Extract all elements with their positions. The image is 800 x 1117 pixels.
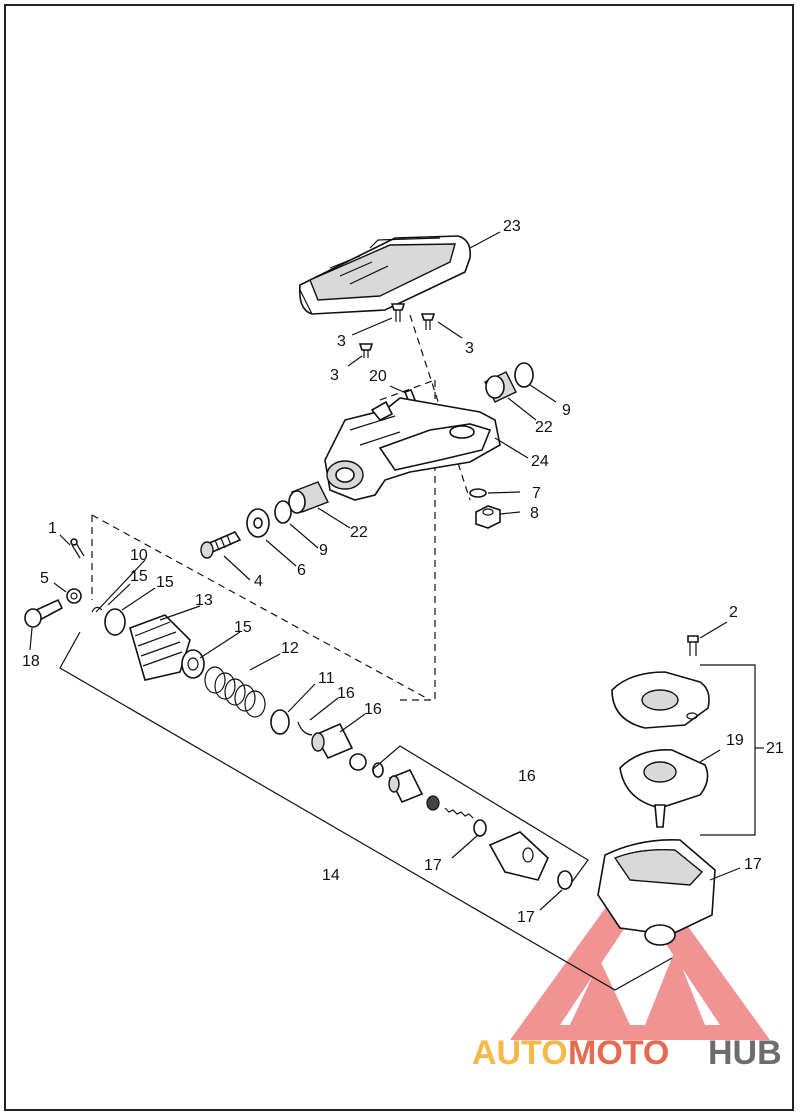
lower-bushing-set bbox=[200, 481, 329, 559]
diagram-frame bbox=[4, 4, 794, 1111]
callout-9: 9 bbox=[319, 542, 328, 559]
callout-24: 24 bbox=[531, 453, 549, 470]
group-brackets bbox=[59, 514, 673, 991]
callout-18: 18 bbox=[22, 653, 40, 670]
callout-8: 8 bbox=[530, 505, 539, 522]
callout-17: 17 bbox=[744, 856, 762, 873]
brake-pedal-lever bbox=[324, 397, 501, 501]
watermark-moto: MOTO bbox=[568, 1034, 669, 1072]
piston-set bbox=[372, 762, 573, 890]
callout-2: 2 bbox=[729, 604, 738, 621]
callout-15: 15 bbox=[234, 619, 252, 636]
screw-parts bbox=[358, 303, 436, 358]
boot-and-spring-set bbox=[91, 606, 266, 718]
callout-19: 19 bbox=[726, 732, 744, 749]
callout-3: 3 bbox=[465, 340, 474, 357]
watermark-logo bbox=[510, 860, 770, 1040]
callout-13: 13 bbox=[195, 592, 213, 609]
callout-7: 7 bbox=[532, 485, 541, 502]
callout-17: 17 bbox=[424, 857, 442, 874]
watermark-text: AUTO MOTO HUB bbox=[472, 1034, 782, 1072]
callout-10: 10 bbox=[130, 547, 148, 564]
leader-lines bbox=[29, 231, 764, 911]
callout-1: 1 bbox=[48, 520, 57, 537]
callout-14: 14 bbox=[322, 867, 340, 884]
callout-21: 21 bbox=[766, 740, 784, 757]
callout-11: 11 bbox=[318, 670, 335, 687]
pushrod-set bbox=[270, 709, 367, 771]
callout-22: 22 bbox=[535, 419, 553, 436]
callout-17: 17 bbox=[517, 909, 535, 926]
callout-22: 22 bbox=[350, 524, 368, 541]
callout-16: 16 bbox=[337, 685, 355, 702]
watermark-hub: HUB bbox=[708, 1034, 782, 1072]
callout-3: 3 bbox=[330, 367, 339, 384]
callout-15: 15 bbox=[130, 568, 148, 585]
upper-bushing bbox=[484, 362, 534, 403]
washer-and-nut bbox=[469, 488, 501, 529]
callout-20: 20 bbox=[369, 368, 387, 385]
callout-3: 3 bbox=[337, 333, 346, 350]
callout-16: 16 bbox=[364, 701, 382, 718]
callout-15: 15 bbox=[156, 574, 174, 591]
callout-4: 4 bbox=[254, 573, 263, 590]
callout-12: 12 bbox=[281, 640, 299, 657]
callout-16: 16 bbox=[518, 768, 536, 785]
callout-labels: 23 3 3 3 20 9 22 24 7 8 22 9 6 4 1 10 15… bbox=[22, 218, 784, 926]
callout-6: 6 bbox=[297, 562, 306, 579]
clevis-pin-set bbox=[24, 538, 85, 628]
callout-23: 23 bbox=[503, 218, 521, 235]
watermark-auto: AUTO bbox=[472, 1034, 568, 1072]
callout-5: 5 bbox=[40, 570, 49, 587]
callout-9: 9 bbox=[562, 402, 571, 419]
reservoir-assembly bbox=[597, 635, 716, 946]
footboard-part bbox=[298, 235, 472, 315]
